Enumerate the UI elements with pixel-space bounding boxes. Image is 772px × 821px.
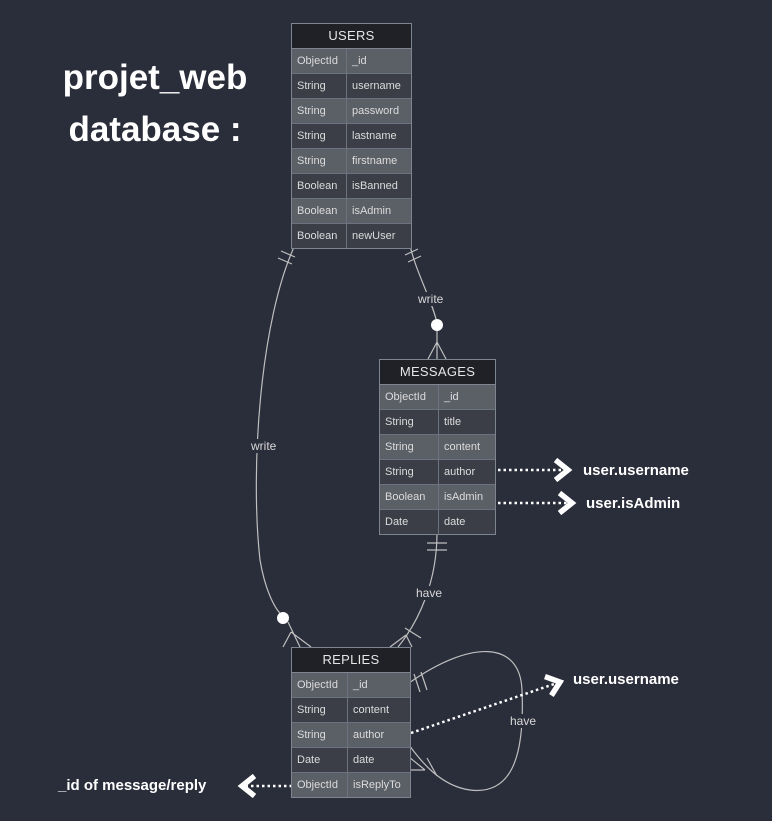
annotation-messages-isadmin: user.isAdmin: [586, 495, 681, 512]
entity-messages-name: MESSAGES: [380, 360, 495, 385]
field-name: lastname: [347, 124, 411, 148]
relation-label-replies-self: have: [509, 714, 538, 728]
annotation-replies-author: user.username: [573, 671, 679, 688]
field-type: String: [380, 435, 439, 459]
field-type: Boolean: [292, 199, 347, 223]
field-type: String: [292, 99, 347, 123]
field-name: firstname: [347, 149, 411, 173]
field-name: username: [347, 74, 411, 98]
field-type: ObjectId: [292, 673, 348, 697]
title-line-2: database :: [68, 110, 242, 149]
relation-label-users-replies: write: [250, 439, 278, 453]
field-type: String: [292, 149, 347, 173]
field-name: title: [439, 410, 495, 434]
field-name: isAdmin: [347, 199, 411, 223]
field-type: Boolean: [292, 224, 347, 248]
field-name: _id: [439, 385, 495, 409]
zero-marker-messages: [431, 319, 443, 331]
zero-marker-replies: [277, 612, 289, 624]
field-name: isBanned: [347, 174, 411, 198]
table-row: ObjectId_id: [292, 49, 411, 74]
field-type: String: [292, 723, 348, 747]
field-name: date: [348, 748, 410, 772]
line-users-messages: [409, 244, 438, 324]
annotation-replies-isreplyto: _id of message/reply: [58, 777, 207, 794]
field-name: author: [348, 723, 410, 747]
field-type: Boolean: [380, 485, 439, 509]
title-line-1: projet_web: [62, 58, 248, 97]
field-type: Boolean: [292, 174, 347, 198]
field-type: ObjectId: [380, 385, 439, 409]
field-type: ObjectId: [292, 49, 347, 73]
field-type: String: [380, 460, 439, 484]
field-name: author: [439, 460, 495, 484]
field-type: Date: [380, 510, 439, 534]
annotation-messages-author: user.username: [583, 462, 689, 479]
field-type: String: [292, 74, 347, 98]
table-row: ObjectId_id: [380, 385, 495, 410]
entity-replies-name: REPLIES: [292, 648, 410, 673]
field-name: content: [348, 698, 410, 722]
relation-label-users-messages: write: [417, 292, 445, 306]
line-users-replies: [255, 244, 296, 617]
relation-label-messages-replies: have: [415, 586, 444, 600]
field-name: _id: [347, 49, 411, 73]
entity-users-name: USERS: [292, 24, 411, 49]
field-type: ObjectId: [292, 773, 348, 797]
arrow-replies-author: [410, 673, 565, 735]
field-name: password: [347, 99, 411, 123]
field-name: content: [439, 435, 495, 459]
line-replies-self: [408, 651, 523, 792]
field-name: _id: [348, 673, 410, 697]
field-name: isReplyTo: [348, 773, 410, 797]
field-type: String: [292, 698, 348, 722]
field-type: String: [380, 410, 439, 434]
field-type: String: [292, 124, 347, 148]
table-row: ObjectId_id: [292, 673, 410, 698]
field-type: Date: [292, 748, 348, 772]
field-name: newUser: [347, 224, 411, 248]
field-name: isAdmin: [439, 485, 495, 509]
diagram-title: projet_web database :: [40, 52, 270, 156]
field-name: date: [439, 510, 495, 534]
